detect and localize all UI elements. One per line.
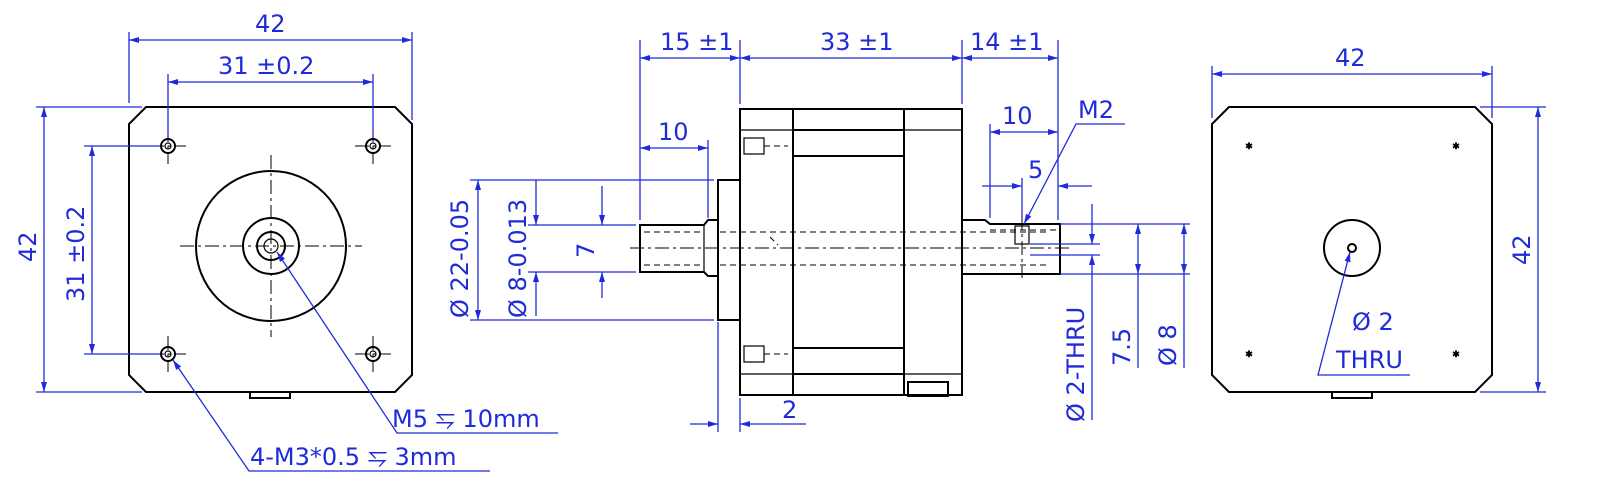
callout-m3-holes: 4-M3*0.5 ⥧ 3mm bbox=[250, 443, 457, 471]
front-boss-circle bbox=[195, 170, 347, 322]
rear-cross-hole bbox=[1347, 243, 1357, 253]
side-connector bbox=[907, 381, 949, 397]
dim-rear-height: 42 bbox=[1508, 234, 1536, 265]
dim-rear-width: 42 bbox=[1335, 44, 1366, 72]
dim-width-42: 42 bbox=[255, 10, 286, 38]
motor-body bbox=[792, 108, 905, 396]
dim-flange: 2 bbox=[782, 396, 797, 424]
note-thru: THRU bbox=[1335, 346, 1403, 374]
svg-text:*: * bbox=[1246, 349, 1252, 363]
leader-rear-hole bbox=[1317, 251, 1410, 376]
dim-hole-offset: 5 bbox=[1028, 156, 1043, 184]
dim-rear-shaft: 14 ±1 bbox=[970, 28, 1044, 56]
dim-hole-spacing-v: 31 ±0.2 bbox=[62, 206, 90, 302]
rear-body-outline bbox=[1211, 106, 1493, 393]
front-mount-holes bbox=[150, 128, 391, 372]
rear-connector-tab bbox=[1331, 391, 1373, 399]
leader-shaft-callout bbox=[276, 251, 558, 434]
front-shaft bbox=[639, 219, 719, 277]
front-end-cap bbox=[739, 108, 794, 396]
dim-rear-flat-height: 7.5 bbox=[1108, 328, 1136, 366]
label-m2: M2 bbox=[1078, 96, 1114, 124]
dim-cross-hole: Ø 2-THRU bbox=[1062, 307, 1090, 422]
rear-view: * * * * 42 42 Ø 2 THRU bbox=[1211, 44, 1546, 399]
dim-boss-diameter: Ø 22-0.05 bbox=[446, 199, 474, 318]
dim-flat-height: 7 bbox=[572, 243, 600, 258]
leader-holes-callout bbox=[172, 359, 490, 472]
front-flange bbox=[717, 179, 741, 321]
svg-text:*: * bbox=[1453, 141, 1459, 155]
dim-rear-hole: Ø 2 bbox=[1352, 308, 1394, 336]
dim-shaft-diameter: Ø 8-0.013 bbox=[504, 199, 532, 318]
side-view: 15 ±1 33 ±1 14 ±1 10 10 M2 5 Ø 22-0.05 Ø… bbox=[446, 28, 1190, 432]
dim-height-42: 42 bbox=[14, 231, 42, 262]
dim-rear-flat: 10 bbox=[1002, 102, 1033, 130]
front-view: 42 31 ±0.2 42 31 ±0.2 M5 ⥧ 10mm 4-M3*0.5… bbox=[14, 10, 558, 472]
svg-text:*: * bbox=[1246, 141, 1252, 155]
dim-rear-diameter: Ø 8 bbox=[1154, 324, 1182, 366]
dim-front-flat: 10 bbox=[658, 118, 689, 146]
leader-m2 bbox=[1023, 123, 1125, 225]
dim-hole-spacing-h: 31 ±0.2 bbox=[218, 52, 314, 80]
dim-body-length: 33 ±1 bbox=[820, 28, 894, 56]
rear-end-cap bbox=[903, 108, 963, 396]
rear-shaft-circle bbox=[1323, 219, 1381, 277]
front-body-outline bbox=[128, 106, 413, 393]
callout-m5: M5 ⥧ 10mm bbox=[392, 405, 540, 433]
svg-text:*: * bbox=[1453, 349, 1459, 363]
dim-front-shaft: 15 ±1 bbox=[660, 28, 734, 56]
rear-shaft bbox=[961, 219, 1061, 275]
front-connector-tab bbox=[249, 391, 291, 399]
